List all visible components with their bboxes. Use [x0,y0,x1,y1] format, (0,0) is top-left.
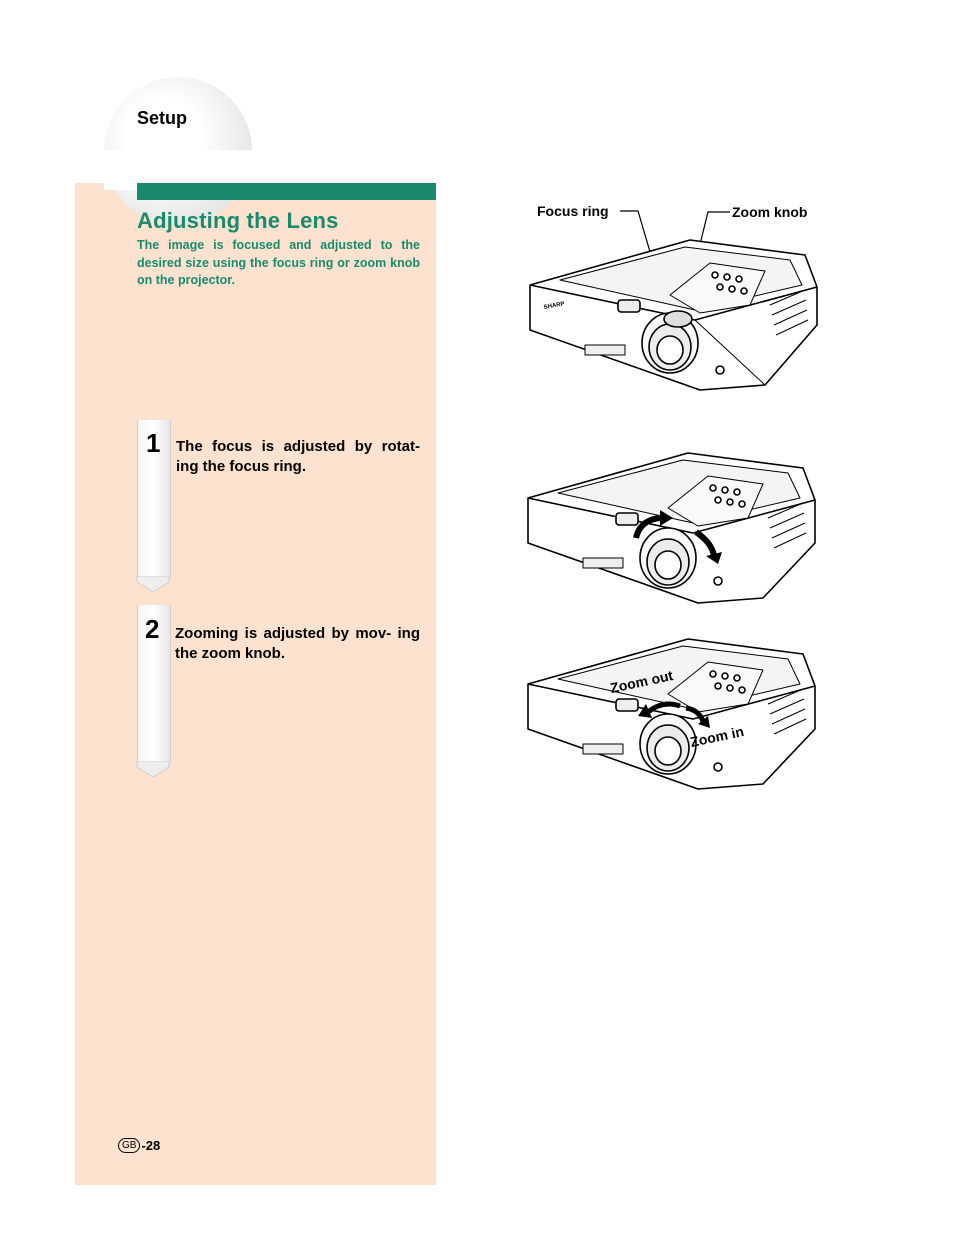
section-label: Setup [137,108,188,128]
projector-figure-3 [527,638,816,790]
zoom-knob-label: Zoom knob [732,204,808,220]
page-number: -28 [141,1138,161,1153]
intro-paragraph: The image is focused and adjusted to the… [137,238,420,287]
projector-figure-2 [527,452,816,604]
step-1-tab [137,420,171,578]
page-footer: GB -28 [118,1138,160,1153]
gb-badge: GB [118,1138,141,1153]
page-title: Adjusting the Lens [137,208,339,233]
step-2-number: 2 [145,614,160,644]
step-1-tab-point [136,576,170,593]
title-bar [137,183,436,200]
step-2-text: Zooming is adjusted by mov- ing the zoom… [175,625,420,662]
step-1-text: The focus is adjusted by rotat- ing the … [176,438,420,475]
sidebar-background [75,183,436,1185]
step-1-number: 1 [146,428,161,458]
step-2-tab-point [136,761,170,778]
brand-logo: SHARP [543,301,565,311]
focus-ring-label: Focus ring [537,203,609,219]
step-2-tab [137,605,171,763]
projector-figure-1: SHARP [529,210,818,391]
